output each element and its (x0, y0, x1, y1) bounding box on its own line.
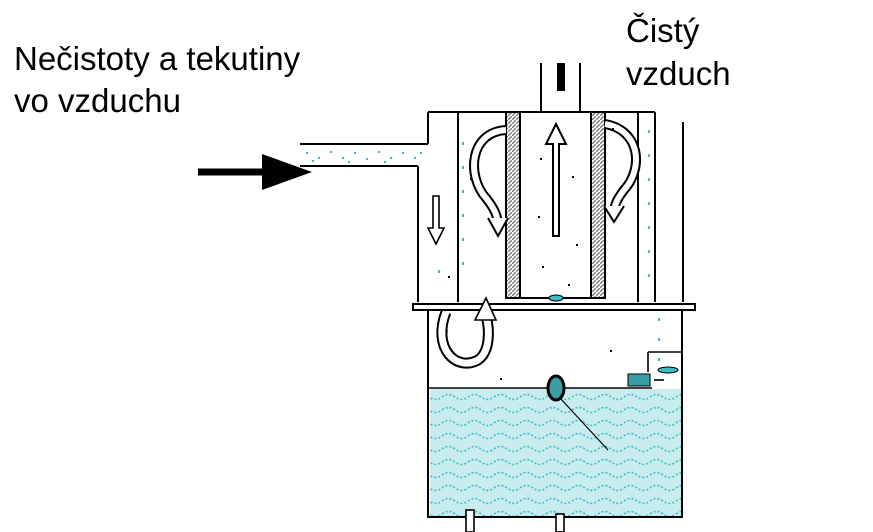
inlet-pipe (300, 143, 428, 167)
inlet-label-line1: Nečistoty a tekutiny (14, 40, 301, 77)
float-icon (546, 374, 609, 451)
swirl-arrow-left-icon (469, 125, 509, 239)
outlet-label-line2: vzduch (626, 55, 731, 92)
lower-vessel (427, 310, 683, 518)
clean-air-up-arrow-icon (544, 121, 568, 237)
swirl-arrow-right-icon (603, 119, 641, 224)
bottom-drain-stubs (465, 509, 565, 532)
inlet-label-line2: vo vzduchu (14, 82, 181, 119)
filter-element-right (590, 111, 606, 299)
outlet-tube (540, 63, 581, 112)
filter-drain-icon (548, 294, 564, 302)
separator-plate (412, 303, 696, 311)
particles (438, 128, 660, 380)
outlet-label-line1: Čistý (626, 12, 700, 49)
down-arrow-icon (426, 195, 446, 246)
filter-element-left (505, 111, 521, 299)
inlet-arrow-icon (198, 154, 312, 190)
drain-valve-icon (627, 351, 682, 387)
liquid-reservoir (430, 389, 681, 516)
return-curve-arrow-icon (436, 296, 498, 369)
